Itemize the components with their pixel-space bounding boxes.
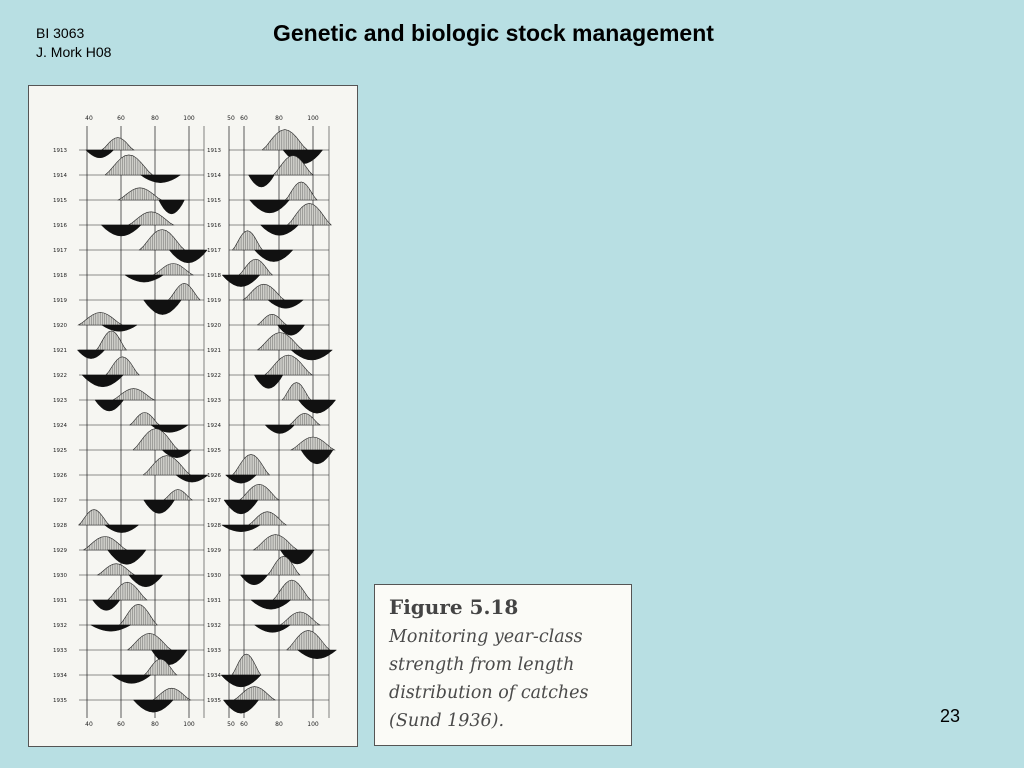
- right-panel-axis-label-top: 100: [307, 115, 319, 122]
- left-panel-axis-label-top: 60: [117, 115, 125, 122]
- course-code: BI 3063: [36, 25, 85, 41]
- year-label: 1916: [207, 223, 221, 229]
- year-label: 1935: [53, 698, 67, 704]
- year-label: 1922: [207, 373, 221, 379]
- year-label: 1931: [53, 598, 67, 604]
- left-panel-axis-label-top: 40: [85, 115, 93, 122]
- year-label: 1918: [53, 273, 67, 279]
- year-label: 1919: [207, 298, 221, 304]
- year-label: 1915: [53, 198, 67, 204]
- page-number: 23: [940, 706, 961, 726]
- year-label: 1933: [207, 648, 221, 654]
- year-label: 1923: [207, 398, 221, 404]
- year-label: 1923: [53, 398, 67, 404]
- left-panel-axis-label-top: 100: [183, 115, 195, 122]
- left-panel-axis-label-bottom: 40: [85, 721, 93, 728]
- left-panel-axis-label-bottom: 60: [117, 721, 125, 728]
- year-label: 1930: [207, 573, 221, 579]
- year-label: 1926: [53, 473, 67, 479]
- year-label: 1921: [207, 348, 221, 354]
- year-label: 1935: [207, 698, 221, 704]
- year-label: 1932: [207, 623, 221, 629]
- length-distribution-chart: 40 40 60 60 80 80 100 100 1913 1914 1915 1916 1917 19…: [53, 115, 338, 728]
- year-label: 1934: [207, 673, 221, 679]
- figure-label: Figure 5.18: [389, 595, 519, 619]
- figure-caption: Figure 5.18 Monitoring year-class streng…: [374, 584, 632, 746]
- slide-title: Genetic and biologic stock management: [273, 20, 714, 46]
- year-label: 1913: [53, 148, 67, 154]
- year-label: 1924: [53, 423, 67, 429]
- right-panel-axis-label-bottom: 100: [307, 721, 319, 728]
- year-label: 1930: [53, 573, 67, 579]
- year-label: 1921: [53, 348, 67, 354]
- year-label: 1932: [53, 623, 67, 629]
- year-label: 1922: [53, 373, 67, 379]
- year-label: 1934: [53, 673, 67, 679]
- right-panel: 50 50 60 60 80 80 100 100 1913 1914 1915 1916 1917 19…: [207, 115, 338, 728]
- year-label: 1918: [207, 273, 221, 279]
- year-label: 1925: [207, 448, 221, 454]
- year-label: 1914: [53, 173, 67, 179]
- author-term: J. Mork H08: [36, 44, 112, 60]
- right-panel-axis-label-bottom: 60: [240, 721, 248, 728]
- right-panel-axis-label-top: 50: [227, 115, 235, 122]
- year-label: 1925: [53, 448, 67, 454]
- year-label: 1915: [207, 198, 221, 204]
- length-distribution-figure: 40 40 60 60 80 80 100 100 1913 1914 1915 1916 1917 19…: [28, 85, 358, 747]
- year-label: 1933: [53, 648, 67, 654]
- right-panel-axis-label-top: 60: [240, 115, 248, 122]
- year-label: 1926: [207, 473, 221, 479]
- course-info: BI 3063 J. Mork H08: [36, 24, 111, 62]
- left-panel-axis-label-bottom: 80: [151, 721, 159, 728]
- year-label: 1916: [53, 223, 67, 229]
- year-label: 1914: [207, 173, 221, 179]
- right-panel-axis-label-bottom: 50: [227, 721, 235, 728]
- year-label: 1928: [207, 523, 221, 529]
- year-label: 1928: [53, 523, 67, 529]
- year-label: 1924: [207, 423, 221, 429]
- year-label: 1929: [207, 548, 221, 554]
- right-panel-axis-label-bottom: 80: [275, 721, 283, 728]
- right-panel-axis-label-top: 80: [275, 115, 283, 122]
- year-label: 1929: [53, 548, 67, 554]
- caption-text: Monitoring year-class strength from leng…: [389, 627, 589, 731]
- left-panel-axis-label-bottom: 100: [183, 721, 195, 728]
- year-label: 1927: [53, 498, 67, 504]
- year-label: 1917: [207, 248, 221, 254]
- year-label: 1927: [207, 498, 221, 504]
- year-label: 1931: [207, 598, 221, 604]
- year-label: 1920: [53, 323, 67, 329]
- left-panel-axis-label-top: 80: [151, 115, 159, 122]
- year-label: 1919: [53, 298, 67, 304]
- year-label: 1913: [207, 148, 221, 154]
- left-panel: 40 40 60 60 80 80 100 100 1913 1914 1915 1916 1917 19…: [53, 115, 209, 728]
- year-label: 1920: [207, 323, 221, 329]
- year-label: 1917: [53, 248, 67, 254]
